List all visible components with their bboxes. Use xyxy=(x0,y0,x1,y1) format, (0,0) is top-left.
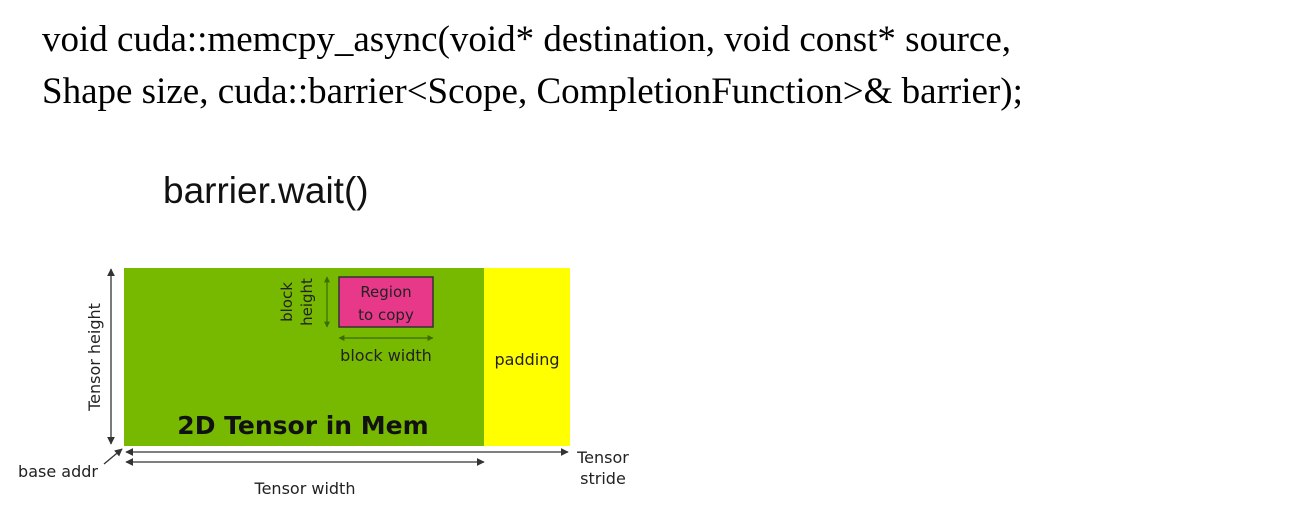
block-width-label: block width xyxy=(340,346,432,365)
barrier-wait-call: barrier.wait() xyxy=(163,170,369,211)
base-addr-label: base addr xyxy=(18,462,98,481)
padding-rect xyxy=(484,268,570,446)
block-height-label-2: height xyxy=(298,278,316,326)
signature-line-2: Shape size, cuda::barrier<Scope, Complet… xyxy=(42,71,1023,112)
tensor-label: 2D Tensor in Mem xyxy=(177,411,428,440)
signature-line-1: void cuda::memcpy_async(void* destinatio… xyxy=(42,19,1011,60)
tensor-stride-label-2: stride xyxy=(580,469,626,488)
tensor-width-label: Tensor width xyxy=(254,479,356,498)
region-label-line-1: Region xyxy=(360,283,411,301)
region-label-line-2: to copy xyxy=(358,306,414,324)
function-signature: void cuda::memcpy_async(void* destinatio… xyxy=(42,14,1023,118)
padding-label: padding xyxy=(494,350,559,369)
region-rect xyxy=(338,276,434,328)
tensor-height-label: Tensor height xyxy=(85,303,104,412)
base-addr-arrow xyxy=(103,448,123,465)
tensor-stride-label-1: Tensor xyxy=(576,448,629,467)
block-height-label-1: block xyxy=(278,282,296,322)
